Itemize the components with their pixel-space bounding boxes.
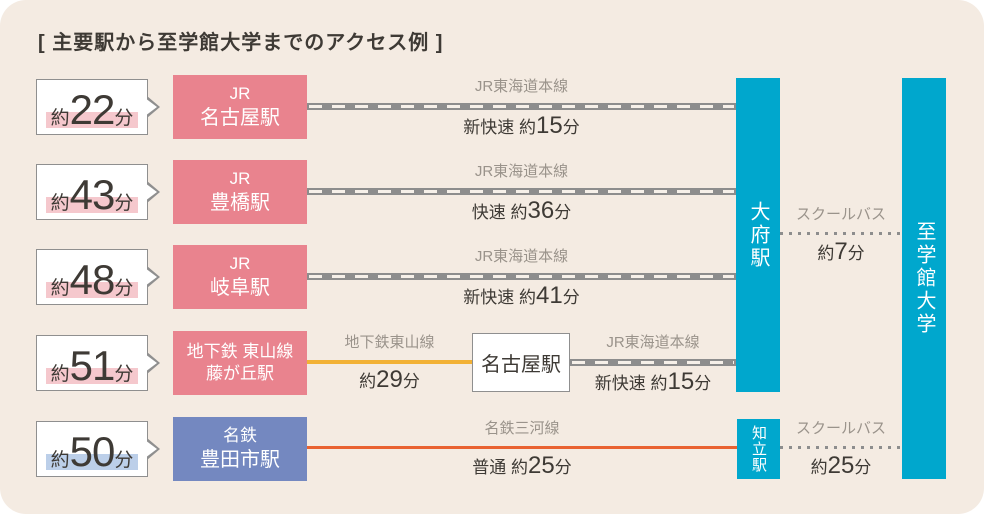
meitetsu-line bbox=[307, 445, 737, 450]
route-segment-meitetsu: 名鉄三河線 普通 約25分 bbox=[307, 417, 737, 481]
bus-dotted-line bbox=[780, 445, 902, 450]
bus-dotted-line bbox=[780, 231, 902, 236]
route-segment: JR東海道本線 快速 約36分 bbox=[307, 160, 736, 224]
route-segment: JR東海道本線 新快速 約15分 bbox=[570, 331, 736, 395]
railway-line bbox=[307, 103, 736, 110]
station-box-toyotashi: 名鉄 豊田市駅 bbox=[173, 417, 307, 481]
time-suffix: 分 bbox=[114, 364, 134, 385]
station-company: 名鉄 bbox=[223, 425, 257, 445]
service-time: 新快速 約15分 bbox=[594, 368, 712, 395]
line-name: JR東海道本線 bbox=[606, 334, 700, 351]
line-name: 地下鉄東山線 bbox=[344, 334, 435, 351]
station-company: 地下鉄 東山線 bbox=[186, 341, 294, 361]
station-company: JR bbox=[229, 83, 251, 103]
station-box-fujigaoka: 地下鉄 東山線 藤が丘駅 bbox=[173, 331, 307, 395]
bus-time: 約25分 bbox=[810, 452, 872, 479]
bus-segment-chiryu: スクールバス 約25分 bbox=[780, 417, 902, 481]
line-name: JR東海道本線 bbox=[474, 163, 569, 180]
station-name: 岐阜駅 bbox=[210, 277, 270, 300]
badge-pointer-icon bbox=[145, 183, 157, 201]
time-prefix: 約 bbox=[50, 193, 70, 214]
station-bar-chiryu: 知立駅 bbox=[737, 419, 780, 479]
time-prefix: 約 bbox=[50, 364, 70, 385]
time-value: 43 bbox=[69, 171, 116, 218]
service-time: 新快速 約15分 bbox=[463, 112, 580, 139]
railway-line bbox=[570, 359, 736, 366]
station-company: JR bbox=[229, 168, 251, 188]
badge-pointer-icon bbox=[145, 98, 157, 116]
service-time: 約29分 bbox=[359, 366, 420, 393]
time-suffix: 分 bbox=[114, 193, 134, 214]
time-value: 51 bbox=[69, 342, 116, 389]
station-name: 大府駅 bbox=[747, 200, 769, 270]
time-value: 50 bbox=[69, 428, 116, 475]
station-box-toyohashi: JR 豊橋駅 bbox=[173, 160, 307, 224]
diagram-title: [ 主要駅から至学館大学までのアクセス例 ] bbox=[38, 32, 444, 54]
time-value: 48 bbox=[69, 256, 116, 303]
time-highlight bbox=[46, 368, 138, 384]
time-highlight bbox=[46, 454, 138, 470]
time-highlight bbox=[46, 112, 138, 128]
bus-name: スクールバス bbox=[795, 420, 886, 437]
bus-segment-obu: スクールバス 約7分 bbox=[780, 203, 902, 267]
time-suffix: 分 bbox=[114, 108, 134, 129]
railway-line bbox=[307, 273, 736, 280]
badge-pointer-icon bbox=[145, 440, 157, 458]
bus-time: 約7分 bbox=[817, 238, 865, 265]
station-box-nagoya: JR 名古屋駅 bbox=[173, 75, 307, 139]
railway-line bbox=[307, 188, 736, 195]
time-highlight bbox=[46, 282, 138, 298]
subway-line bbox=[307, 359, 472, 364]
service-time: 快速 約36分 bbox=[471, 197, 572, 224]
line-name: JR東海道本線 bbox=[474, 248, 569, 265]
station-name: 藤が丘駅 bbox=[206, 364, 274, 383]
station-name: 名古屋駅 bbox=[481, 354, 561, 376]
route-segment: JR東海道本線 新快速 約15分 bbox=[307, 75, 736, 139]
time-prefix: 約 bbox=[50, 278, 70, 299]
station-box-nagoya-transfer: 名古屋駅 bbox=[472, 333, 570, 392]
station-box-gifu: JR 岐阜駅 bbox=[173, 245, 307, 309]
time-prefix: 約 bbox=[50, 450, 70, 471]
university-name: 至学館大学 bbox=[913, 221, 935, 336]
route-segment: JR東海道本線 新快速 約41分 bbox=[307, 245, 736, 309]
service-time: 新快速 約41分 bbox=[463, 282, 580, 309]
station-name: 豊田市駅 bbox=[200, 449, 280, 472]
route-segment-subway: 地下鉄東山線 約29分 bbox=[307, 331, 472, 395]
time-prefix: 約 bbox=[50, 108, 70, 129]
time-highlight bbox=[46, 197, 138, 213]
line-name: JR東海道本線 bbox=[474, 78, 569, 95]
station-name: 豊橋駅 bbox=[210, 192, 270, 215]
station-bar-obu: 大府駅 bbox=[736, 78, 780, 392]
badge-pointer-icon bbox=[145, 268, 157, 286]
station-name: 知立駅 bbox=[750, 425, 767, 473]
bus-name: スクールバス bbox=[795, 206, 886, 223]
service-time: 普通 約25分 bbox=[472, 452, 572, 479]
badge-pointer-icon bbox=[145, 354, 157, 372]
time-value: 22 bbox=[69, 86, 116, 133]
line-name: 名鉄三河線 bbox=[484, 420, 560, 437]
station-name: 名古屋駅 bbox=[200, 107, 280, 130]
time-suffix: 分 bbox=[114, 450, 134, 471]
station-company: JR bbox=[229, 253, 251, 273]
time-suffix: 分 bbox=[114, 278, 134, 299]
university-bar-shigakkan: 至学館大学 bbox=[902, 78, 946, 479]
